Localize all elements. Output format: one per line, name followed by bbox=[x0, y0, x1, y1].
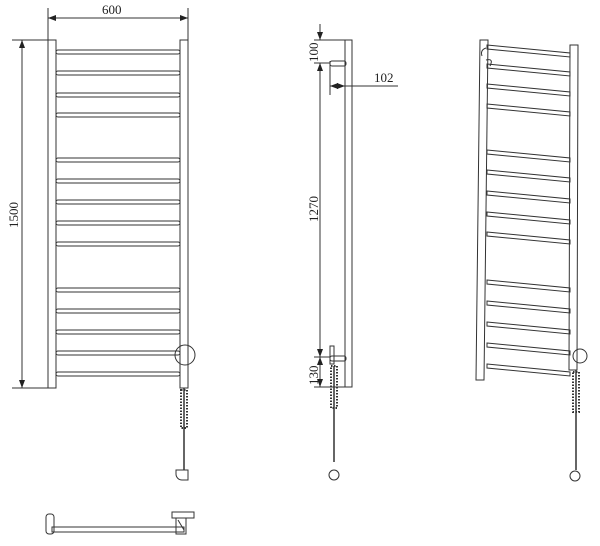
perspective-rung bbox=[486, 321, 571, 335]
perspective-rung bbox=[486, 63, 571, 77]
front-rung bbox=[55, 241, 181, 247]
front-rung bbox=[55, 371, 181, 377]
perspective-rung bbox=[486, 44, 571, 58]
top-bracket bbox=[329, 60, 347, 67]
perspective-view bbox=[475, 39, 588, 482]
perspective-rung bbox=[486, 211, 571, 225]
bracket-spacing-label: 1270 bbox=[306, 196, 321, 222]
front-rung bbox=[55, 199, 181, 205]
perspective-rung bbox=[486, 190, 571, 204]
front-rung bbox=[55, 92, 181, 98]
front-rung bbox=[55, 49, 181, 55]
perspective-rung bbox=[486, 363, 571, 377]
perspective-left-post bbox=[475, 39, 489, 381]
perspective-rung bbox=[486, 279, 571, 293]
plug bbox=[175, 469, 189, 481]
heater-element-cap bbox=[174, 344, 196, 366]
perspective-rung bbox=[486, 103, 571, 117]
front-rung bbox=[55, 178, 181, 184]
bottom-bracket bbox=[329, 355, 347, 362]
top-offset-label: 100 bbox=[306, 43, 321, 63]
front-rung bbox=[55, 157, 181, 163]
front-rung bbox=[55, 220, 181, 226]
side-post bbox=[344, 39, 353, 388]
perspective-right-post bbox=[568, 44, 579, 371]
bottom-offset-label: 130 bbox=[306, 366, 321, 386]
width-label: 600 bbox=[102, 2, 122, 17]
front-rung bbox=[55, 350, 181, 356]
front-rung bbox=[55, 287, 181, 293]
side-view bbox=[314, 24, 398, 481]
front-rung bbox=[55, 308, 181, 314]
cable-coil bbox=[180, 389, 188, 429]
front-rung bbox=[55, 70, 181, 76]
perspective-rung bbox=[486, 300, 571, 314]
height-label: 1500 bbox=[6, 202, 21, 228]
front-rungs bbox=[55, 49, 181, 377]
perspective-rungs bbox=[486, 44, 571, 377]
front-rung bbox=[55, 329, 181, 335]
perspective-rung bbox=[486, 83, 571, 97]
perspective-rung bbox=[486, 231, 571, 245]
front-rung bbox=[55, 112, 181, 118]
perspective-rung bbox=[486, 149, 571, 163]
side-plug bbox=[328, 469, 340, 481]
right-post bbox=[179, 39, 189, 389]
wall-distance-label: 102 bbox=[374, 70, 394, 85]
left-post bbox=[47, 39, 57, 389]
front-view bbox=[12, 8, 196, 481]
perspective-rung bbox=[486, 342, 571, 356]
perspective-rung bbox=[486, 169, 571, 183]
top-view bbox=[45, 511, 195, 535]
